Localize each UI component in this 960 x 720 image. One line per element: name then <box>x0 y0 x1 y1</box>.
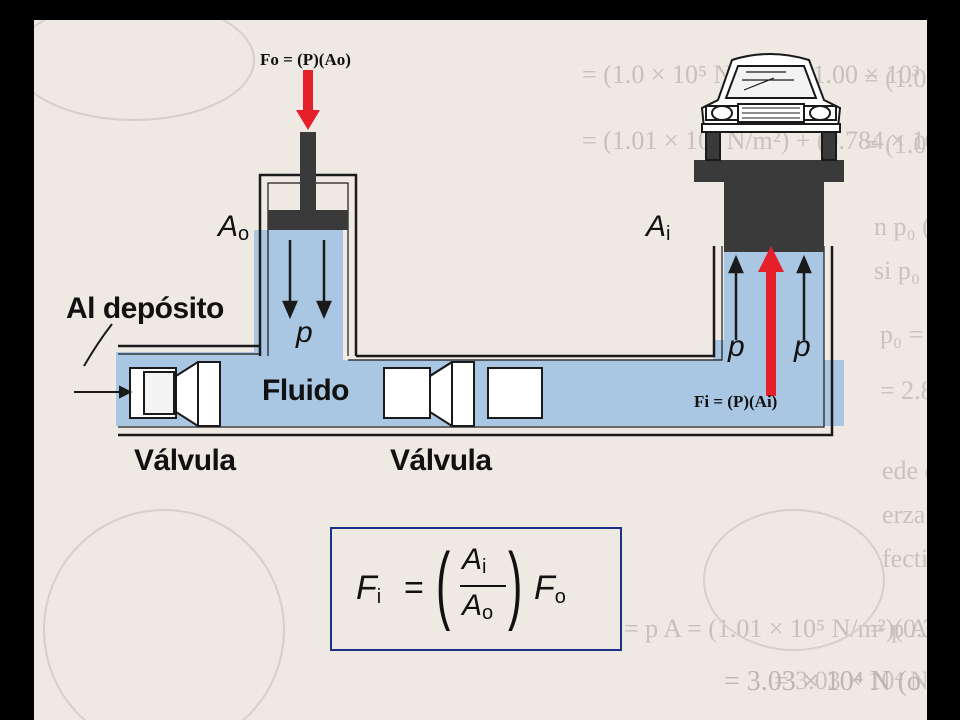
formula-paren-left: ( <box>436 536 451 632</box>
formula-lhs: Fi <box>356 569 382 608</box>
background-text-line: = 2.8 × 10⁵ N (0.350 m) (1.4 × 10⁵) <box>880 376 927 405</box>
background-text-line: n p₀ (actúa solamente al agua) la presió… <box>874 212 927 241</box>
background-text-line: = 3.03 × 10⁴ N (o 6.82 × 10³ lb, alreded… <box>724 666 927 697</box>
pressure-label-left: p <box>296 316 313 349</box>
background-ghost-shapes <box>34 20 885 720</box>
background-text-line: p₀ = 1.54 × 10⁶ N/m²)(0.300 m²) <box>880 320 927 349</box>
formula-denominator: Ao <box>462 589 494 624</box>
reservoir-label: Al depósito <box>66 292 224 325</box>
input-force-arrow <box>296 70 320 130</box>
formula-box: Fi = ( Ai Ao ) Fo <box>330 527 622 651</box>
formula-paren-right: ) <box>508 536 523 632</box>
formula-numerator: Ai <box>462 543 487 578</box>
formula-equals: = <box>404 569 424 607</box>
output-force-arrow <box>758 246 784 396</box>
pressure-label-right-b: p <box>794 330 811 363</box>
valve-left-label: Válvula <box>134 444 236 477</box>
background-text-line: = p A = (1.01 × 10⁵ N/m²)(0.300 m²) <box>870 614 927 643</box>
background-text-line: ede considerarse que esta respuesta es r… <box>882 456 927 485</box>
formula-rhs: Fo <box>534 569 566 608</box>
output-force-label: Fo = (P)(Ao) <box>260 50 351 69</box>
area-out-label: Ao <box>218 210 250 245</box>
car-icon <box>700 53 842 161</box>
valve-left <box>129 361 221 427</box>
pressure-arrows-up <box>728 254 812 340</box>
large-piston <box>694 160 844 252</box>
input-force-label: Fi = (P)(Ai) <box>694 392 778 411</box>
fluid-body <box>116 230 844 426</box>
valve-right <box>383 361 543 427</box>
area-in-label: Ai <box>646 210 671 245</box>
reservoir-arrow <box>74 323 133 399</box>
pressure-arrows-down <box>282 240 332 320</box>
background-text-line: = (1.01 × 10⁵ N/m²) + (0.784 × 10⁵ N/m²)… <box>864 130 927 159</box>
small-piston <box>268 132 348 230</box>
background-text-line: fectiva. <box>882 544 927 573</box>
fluid-label: Fluido <box>262 374 349 407</box>
hydraulic-press-drawing <box>34 20 885 720</box>
background-text-line: = (1.0 × 10⁵ N/m²) + (1.00 × 10³ kg/m³)(… <box>864 64 927 93</box>
fraction-bar <box>460 585 506 587</box>
background-text-line: = 3.03 × 10⁴ N (o 6.82 × 10³ lb, alreded… <box>774 666 927 695</box>
pressure-label-right-a: p <box>728 330 745 363</box>
background-text-line: si p₀ = 1.0 × 10⁵ N/m². Entonces p₀ = 1.… <box>874 256 927 285</box>
background-text-line: = p A = (1.01 × 10⁵ N/m²)(0.300 m²) <box>624 614 927 643</box>
diagram-canvas: = (1.0 × 10⁵ N/m²) + (1.00 × 10³ kg/m³)(… <box>34 20 927 720</box>
pipe-walls <box>118 246 834 437</box>
valve-right-label: Válvula <box>390 444 492 477</box>
background-text-line: erza? Véase la fuerza sobre la superfici… <box>882 500 927 529</box>
